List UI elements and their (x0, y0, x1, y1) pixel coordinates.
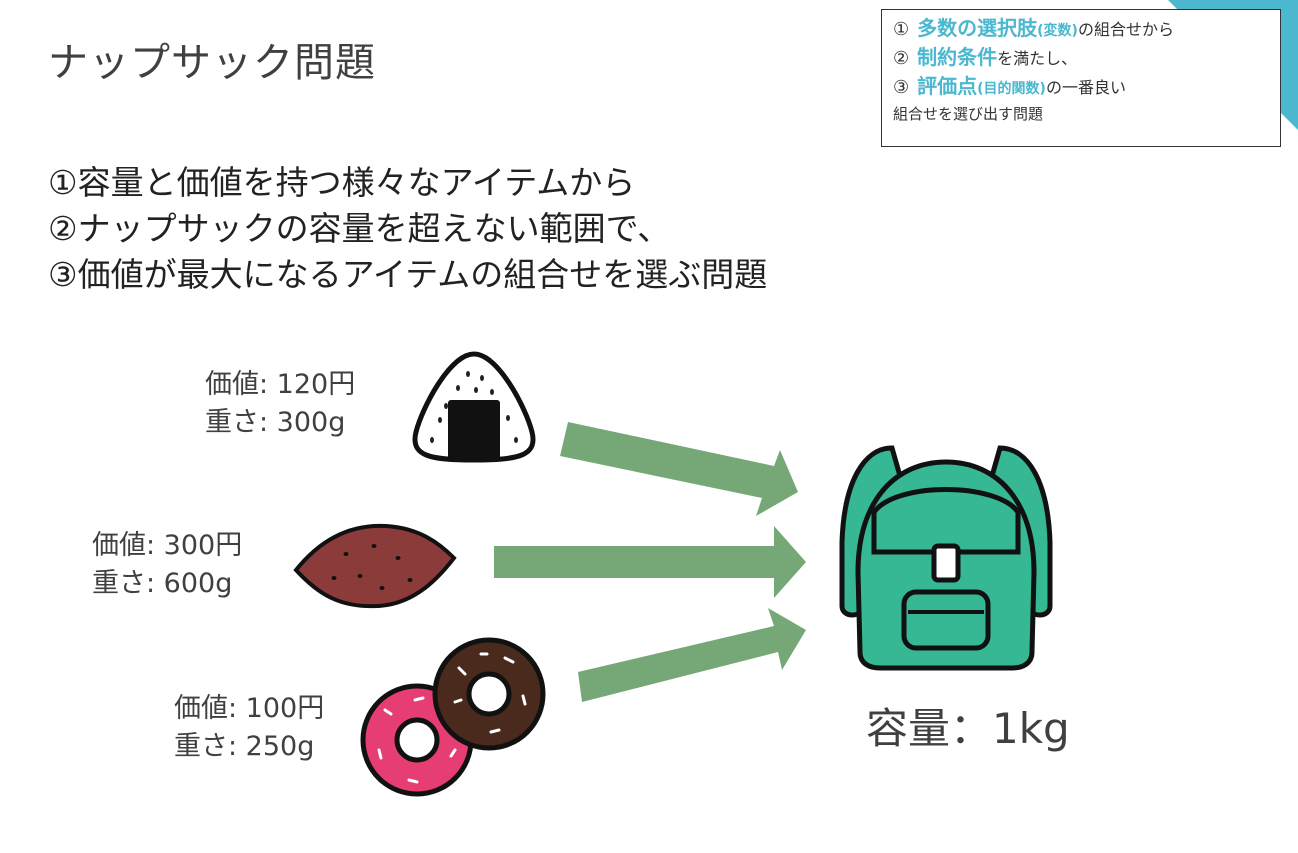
item-label-onigiri: 価値: 120円 重さ: 300g (205, 366, 355, 442)
onigiri-icon (412, 351, 536, 463)
description-line-1: ①容量と価値を持つ様々なアイテムから (48, 163, 636, 202)
donuts-icon (360, 637, 546, 797)
item-label-donuts: 価値: 100円 重さ: 250g (174, 690, 324, 766)
arrow-onigiri (560, 422, 798, 516)
item-label-sweet-potato: 価値: 300円 重さ: 600g (92, 527, 242, 603)
page-title: ナップサック問題 (48, 40, 376, 86)
item-value: 価値: 300円 (92, 530, 243, 561)
item-weight: 重さ: 600g (92, 568, 233, 599)
description-line-2: ②ナップサックの容量を超えない範囲で、 (48, 209, 671, 248)
item-value: 価値: 120円 (205, 369, 356, 400)
problem-description: ①容量と価値を持つ様々なアイテムから ②ナップサックの容量を超えない範囲で、 ③… (48, 160, 767, 298)
item-value: 価値: 100円 (174, 693, 325, 724)
definition-line-4: 組合せを選び出す問題 (893, 105, 1044, 123)
description-line-3: ③価値が最大になるアイテムの組合せを選ぶ問題 (48, 255, 768, 294)
item-weight: 重さ: 300g (205, 407, 346, 438)
knapsack-capacity-label: 容量：1kg (866, 704, 1070, 753)
item-weight: 重さ: 250g (174, 731, 315, 762)
arrows (494, 422, 806, 702)
sweet-potato-icon (293, 523, 457, 609)
arrow-donuts (578, 608, 806, 702)
arrow-sweet-potato (494, 526, 806, 598)
backpack-icon (839, 445, 1053, 671)
